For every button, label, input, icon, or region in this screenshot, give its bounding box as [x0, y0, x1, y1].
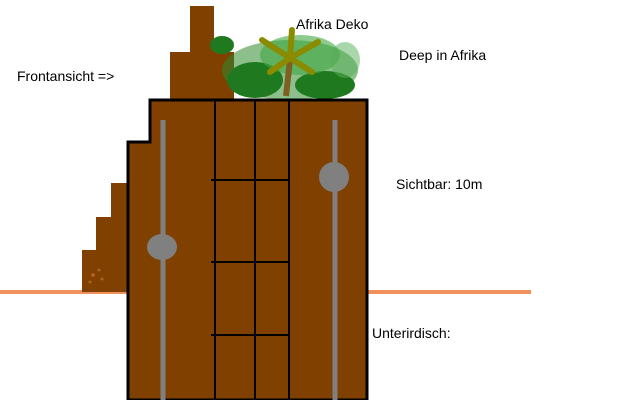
tower-dividers: [214, 100, 290, 400]
deco-label: Afrika Deko: [296, 16, 369, 32]
left-elevator-pole: [147, 120, 177, 400]
underground-label: Unterirdisch:: [372, 325, 451, 341]
palm-tree: [259, 27, 321, 97]
front-view-label: Frontansicht =>: [17, 68, 115, 84]
left-staircase: [82, 183, 128, 292]
right-elevator-pole: [319, 120, 349, 400]
tower-body: [126, 98, 369, 400]
visible-height-label: Sichtbar: 10m: [396, 176, 483, 192]
title-label: Deep in Afrika: [399, 47, 487, 63]
ladder-rungs: [211, 179, 289, 336]
